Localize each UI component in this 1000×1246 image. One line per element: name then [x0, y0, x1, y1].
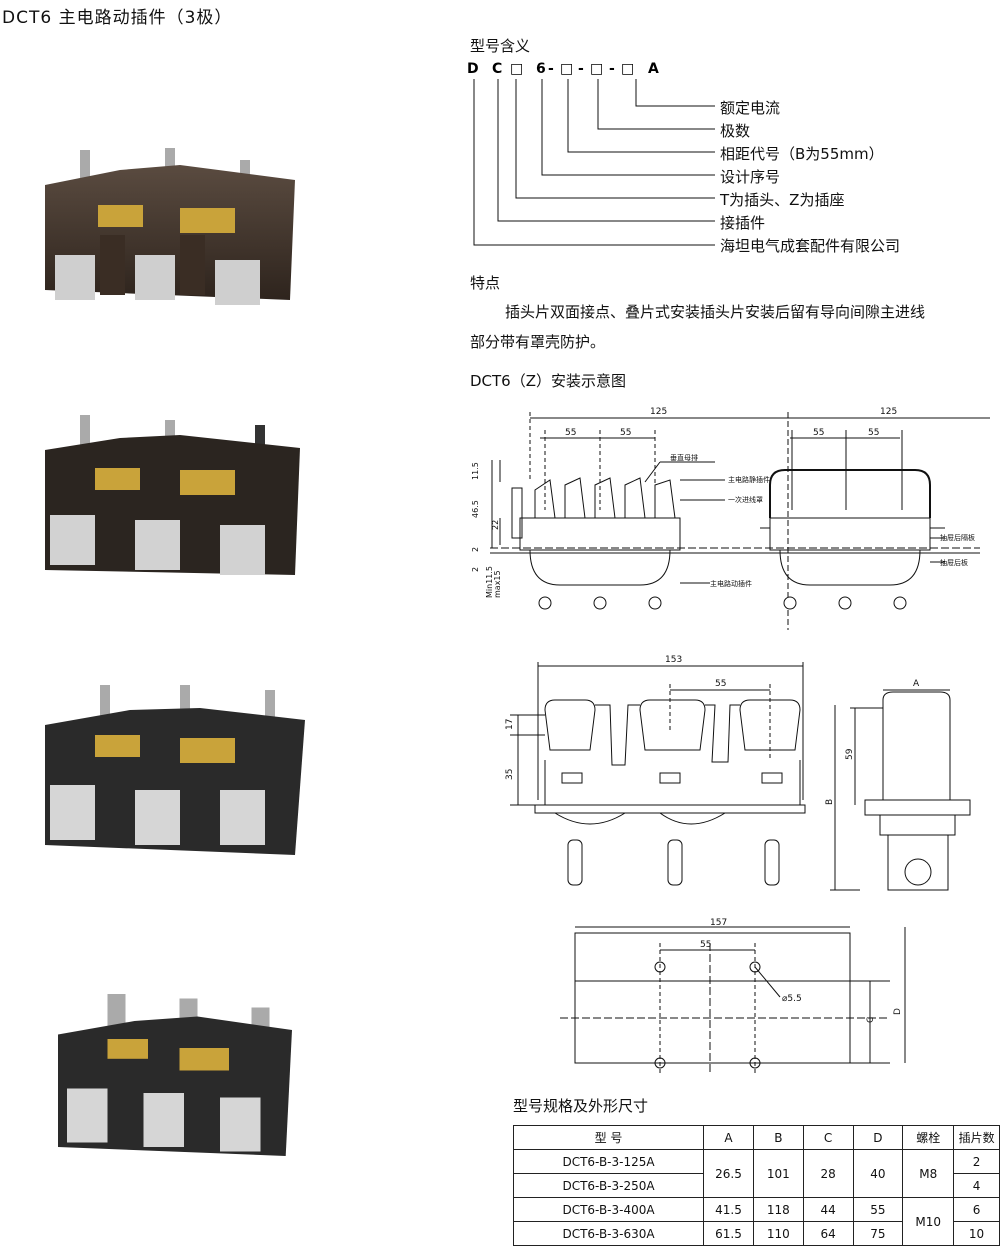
cell-D: 55 — [852, 1197, 904, 1222]
cell-A: 26.5 — [703, 1149, 754, 1198]
dim-55: 55 — [715, 679, 726, 689]
spec-table: 型 号 A B C D 螺栓 插片数 DCT6-B-3-125A 26.5 10… — [512, 1125, 1000, 1246]
code-char: - — [548, 61, 554, 77]
install-diagram-heading: DCT6（Z）安装示意图 — [470, 372, 627, 390]
cell-C: 44 — [802, 1197, 854, 1222]
model-meaning-heading: 型号含义 — [470, 37, 531, 55]
dim-125-right: 125 — [880, 407, 897, 417]
header-B: B — [752, 1125, 804, 1150]
code-char: 6 — [536, 61, 546, 77]
dim-A: A — [913, 679, 920, 689]
spec-table-heading: 型号规格及外形尺寸 — [513, 1097, 649, 1115]
cell-C: 28 — [802, 1149, 854, 1198]
header-count: 插片数 — [953, 1125, 1000, 1150]
table-row: DCT6-B-3-400A 41.5 118 44 55 M10 6 — [512, 1197, 1000, 1246]
cell-B: 110 — [752, 1221, 804, 1246]
header-bolt: 螺栓 — [902, 1125, 955, 1150]
product-photo-2 — [45, 415, 300, 575]
desc-rated-current: 额定电流 — [720, 99, 781, 117]
cell-model: DCT6-B-3-630A — [512, 1221, 705, 1246]
dim-35: 35 — [505, 769, 515, 780]
desc-design-seq: 设计序号 — [720, 168, 781, 186]
dim-55: 55 — [813, 428, 824, 438]
product-photo-3 — [45, 685, 305, 855]
desc-company: 海坦电气成套配件有限公司 — [720, 237, 901, 255]
cell-bolt: M10 — [902, 1197, 955, 1246]
code-char: □ — [621, 61, 634, 77]
label-vertical-bus: 垂直母排 — [670, 453, 698, 462]
product-photo-1 — [45, 148, 295, 305]
cell-count: 10 — [953, 1221, 1000, 1246]
dim-2: 2 — [471, 547, 480, 552]
code-char: □ — [510, 61, 523, 77]
header-D: D — [852, 1125, 904, 1150]
dim-min: Min11.5 — [485, 566, 494, 598]
table-row: DCT6-B-3-630A 61.5 110 64 75 10 — [512, 1221, 1000, 1246]
code-char: □ — [590, 61, 603, 77]
code-char: C — [492, 61, 502, 77]
hole-diameter: ⌀5.5 — [782, 994, 802, 1004]
code-char: - — [578, 61, 584, 77]
cell-model: DCT6-B-3-250A — [512, 1173, 705, 1198]
dim-59: 59 — [845, 748, 855, 760]
dim-11-5: 11.5 — [471, 462, 480, 480]
dim-D: D — [893, 1008, 903, 1015]
dim-2: 2 — [471, 567, 480, 572]
dim-B: B — [825, 799, 835, 805]
dim-153: 153 — [665, 655, 682, 665]
dim-46-5: 46.5 — [471, 500, 480, 518]
label-cover: 一次进线罩 — [728, 495, 763, 504]
cell-count: 2 — [953, 1149, 1000, 1174]
dim-C: C — [866, 1017, 876, 1023]
cell-model: DCT6-B-3-400A — [512, 1197, 705, 1222]
header-A: A — [703, 1125, 754, 1150]
table-header-row: 型 号 A B C D 螺栓 插片数 — [512, 1125, 1000, 1150]
dim-55: 55 — [868, 428, 879, 438]
dim-55: 55 — [620, 428, 631, 438]
table-row: DCT6-B-3-125A 26.5 101 28 40 M8 2 — [512, 1149, 1000, 1198]
code-char: □ — [560, 61, 573, 77]
desc-pitch-code: 相距代号（B为55mm） — [720, 145, 884, 163]
cell-count: 6 — [953, 1197, 1000, 1222]
desc-poles: 极数 — [720, 122, 751, 140]
cell-model: DCT6-B-3-125A — [512, 1149, 705, 1174]
code-char: D — [467, 61, 479, 77]
cell-C: 64 — [802, 1221, 854, 1246]
dim-max: max15 — [493, 570, 502, 598]
features-line-2: 部分带有罩壳防护。 — [470, 333, 606, 351]
desc-connector: 接插件 — [720, 214, 766, 232]
cell-bolt: M8 — [902, 1149, 955, 1198]
label-static-plug: 主电路静插件 — [728, 475, 770, 484]
dim-17: 17 — [505, 719, 515, 730]
product-photo-4 — [58, 994, 292, 1156]
front-side-view: 153 55 17 35 B A 59 — [505, 655, 971, 891]
dim-55: 55 — [565, 428, 576, 438]
cell-B: 101 — [752, 1149, 804, 1198]
header-model: 型 号 — [512, 1125, 705, 1150]
dim-55: 55 — [700, 940, 711, 950]
features-line-1: 插头片双面接点、叠片式安装插头片安装后留有导向间隙主进线 — [505, 303, 926, 321]
cell-A: 41.5 — [703, 1197, 754, 1222]
dim-22: 22 — [491, 520, 500, 530]
cell-count: 4 — [953, 1173, 1000, 1198]
desc-type: T为插头、Z为插座 — [720, 191, 845, 209]
features-heading: 特点 — [470, 274, 501, 292]
mounting-hole-diagram: 157 55 ⌀5.5 C D — [560, 918, 906, 1075]
code-char: - — [609, 61, 615, 77]
cell-D: 75 — [852, 1221, 904, 1246]
label-drawer-backplate: 抽屉后板 — [940, 558, 968, 567]
label-dynamic-plug: 主电路动插件 — [710, 579, 752, 588]
install-diagram: 125 125 55 55 55 55 垂直母排 主电路静插件 一次进线罩 主电… — [471, 407, 990, 630]
label-drawer-partition: 抽屉后隔板 — [940, 533, 975, 542]
dim-157: 157 — [710, 918, 727, 928]
header-C: C — [802, 1125, 854, 1150]
code-char: A — [648, 61, 659, 77]
model-code-diagram: D C □ 6 - □ - □ - □ A — [467, 61, 715, 246]
cell-B: 118 — [752, 1197, 804, 1222]
page-title: DCT6 主电路动插件（3极） — [2, 8, 233, 28]
cell-D: 40 — [852, 1149, 904, 1198]
cell-A: 61.5 — [703, 1221, 754, 1246]
dim-125-left: 125 — [650, 407, 667, 417]
